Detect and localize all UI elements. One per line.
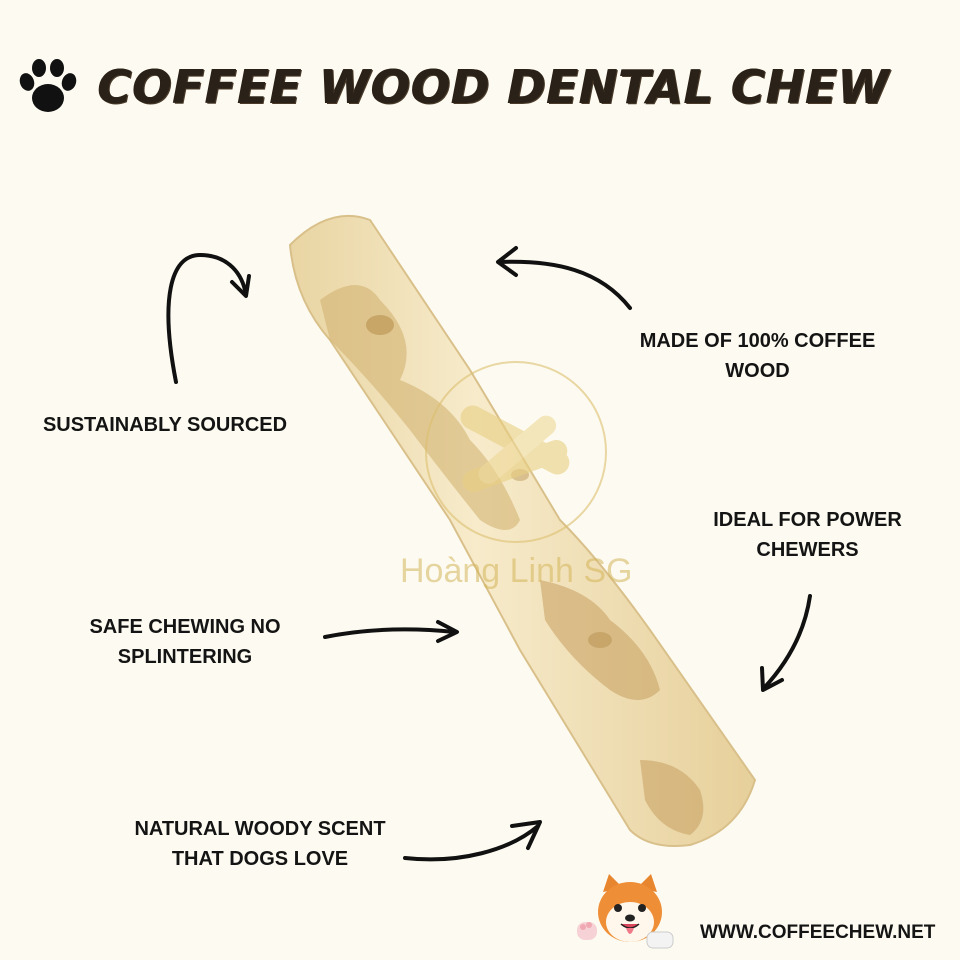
arrow-sustainable: [166, 253, 247, 384]
feature-power-line2: CHEWERS: [756, 539, 859, 561]
arrowhead-power: [760, 666, 784, 692]
shiba-dog-mascot: [577, 874, 674, 949]
feature-power-line1: IDEAL FOR POWER: [713, 509, 902, 531]
feature-made-of-line1: MADE OF 100% COFFEE: [639, 330, 876, 352]
feature-made-of-coffee-wood: MADE OF 100% COFFEE WOOD: [620, 326, 895, 386]
feature-scent-line1: NATURAL WOODY SCENT: [134, 818, 386, 840]
feature-natural-scent: NATURAL WOODY SCENT THAT DOGS LOVE: [110, 814, 410, 874]
feature-sustainably-sourced: SUSTAINABLY SOURCED: [20, 410, 310, 440]
arrowhead-safe: [436, 620, 459, 643]
feature-power-chewers: IDEAL FOR POWER CHEWERS: [690, 505, 925, 565]
arrow-power: [762, 594, 812, 690]
coffee-wood-stick: [288, 214, 757, 847]
arrowhead-scent: [510, 820, 542, 850]
website-link[interactable]: WWW.COFFEECHEW.NET: [700, 922, 936, 943]
arrow-scent: [403, 824, 540, 862]
arrow-made-of: [498, 259, 632, 310]
feature-sustainably-sourced-text: SUSTAINABLY SOURCED: [42, 414, 288, 436]
feature-safe-line2: SPLINTERING: [117, 646, 253, 668]
header: COFFEE WOOD DENTAL CHEW: [18, 58, 890, 116]
watermark-emblem: [425, 361, 607, 543]
arrow-safe: [323, 627, 457, 639]
watermark-text: Hoàng Linh SG: [400, 552, 633, 590]
feature-made-of-line2: WOOD: [725, 360, 790, 382]
arrowhead-made-of: [496, 246, 518, 277]
paw-icon: [19, 59, 77, 112]
arrowhead-sustainable: [230, 274, 251, 298]
feature-safe-chewing: SAFE CHEWING NO SPLINTERING: [70, 612, 300, 672]
feature-safe-line1: SAFE CHEWING NO: [89, 616, 281, 638]
page-title: COFFEE WOOD DENTAL CHEW: [98, 60, 890, 114]
feature-scent-line2: THAT DOGS LOVE: [171, 848, 349, 870]
